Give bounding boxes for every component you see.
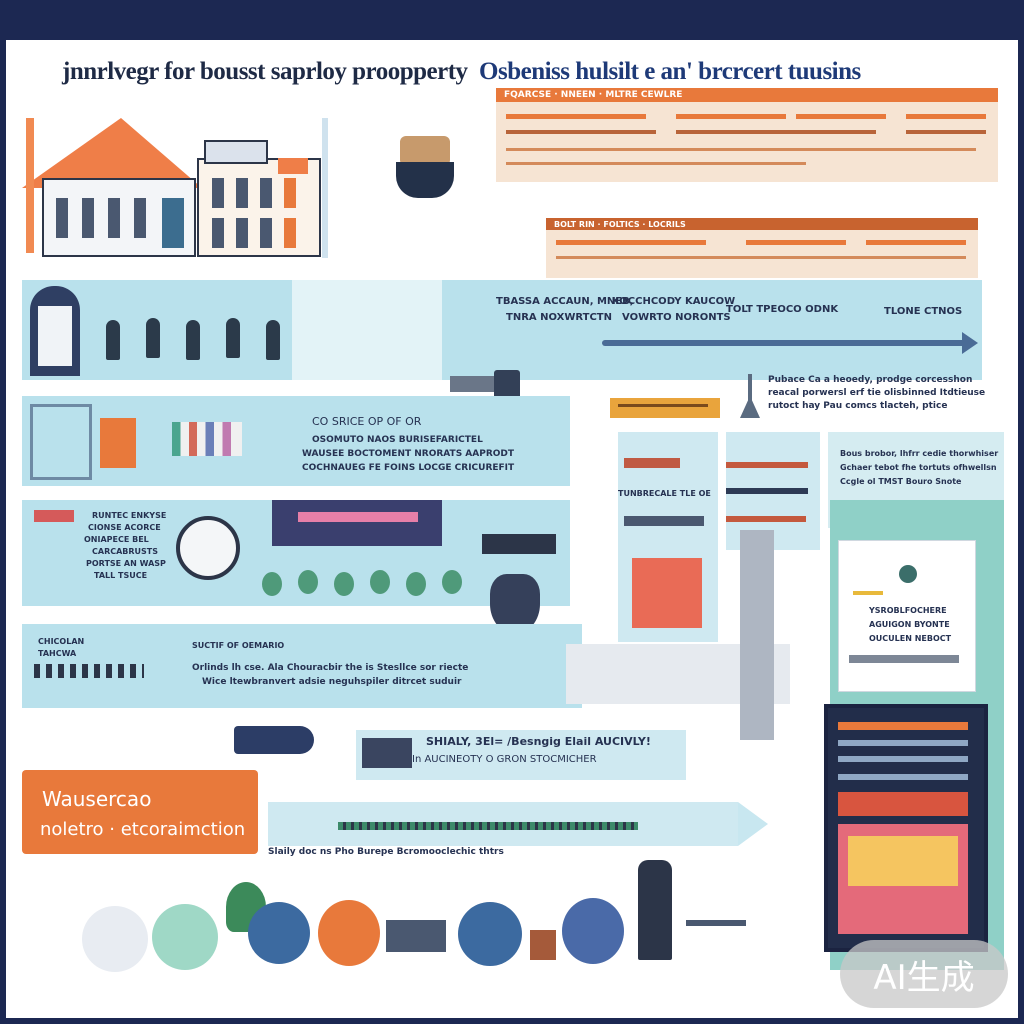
arrow-caption: Slaily doc ns Pho Burepe Bcromooclechic … [268,847,504,857]
circle-icon-5 [458,902,522,966]
building-illustration [22,118,328,258]
page-title: jnnrlvegr for bousst saprloy proopperty … [62,58,861,85]
table-icon [686,920,746,962]
orange-label: Wausercao noletro · etcoraimction [22,770,258,854]
info-table-top: FQARCSE · NNEEN · MLTRE CEWLRE [496,88,998,182]
circle-icon-1 [82,906,148,972]
side-panel: TUNBRECALE TLE OE [618,432,718,642]
battery-icon [610,394,720,420]
info-table-second: BOLT RIN · FOLTICS · LOCRILS [546,218,978,278]
arrow-tip [738,802,768,846]
tall-card: YSROBLFOCHERE AGUIGON BYONTE OUCULEN NEB… [824,500,1004,970]
cup-icon [396,136,454,198]
basket-icon [530,930,556,960]
section-co: CO SRICE OP OF OR OSOMUTO NAOS BURISEFAR… [22,396,570,486]
ticket-banner: SHIALY, 3El= /Besngig Elail AUCIVLY! In … [356,730,686,780]
circle-icon-2 [152,904,218,970]
tool-icon [740,374,760,418]
clock-icon [176,516,240,580]
circle-icon-4 [318,900,380,966]
right-note: Pubace Ca a heoedy, prodge corcesshon re… [740,372,1010,422]
banner-route: TBASSA ACCAUN, MNEB, TNRA NOXWRTCTN KOCC… [22,280,982,380]
person-icon [638,860,672,960]
infographic-canvas: jnnrlvegr for bousst saprloy proopperty … [6,40,1018,1018]
flashlight-icon [234,726,314,754]
section-mid: RUNTEC ENKYSE CIONSE ACORCE ONIAPECE BEL… [22,500,570,606]
section-low: CHICOLAN TAHCWA SUCTIF OF OEMARIO Orlind… [22,624,582,708]
plug-icon [450,370,520,404]
ai-generated-badge: AI生成 [840,940,1008,1008]
pipe-vertical [740,530,774,740]
circle-icon-3 [248,902,310,964]
arrow-timeline [268,802,738,846]
bench-icon [386,920,446,952]
circle-icon-6 [562,898,624,964]
